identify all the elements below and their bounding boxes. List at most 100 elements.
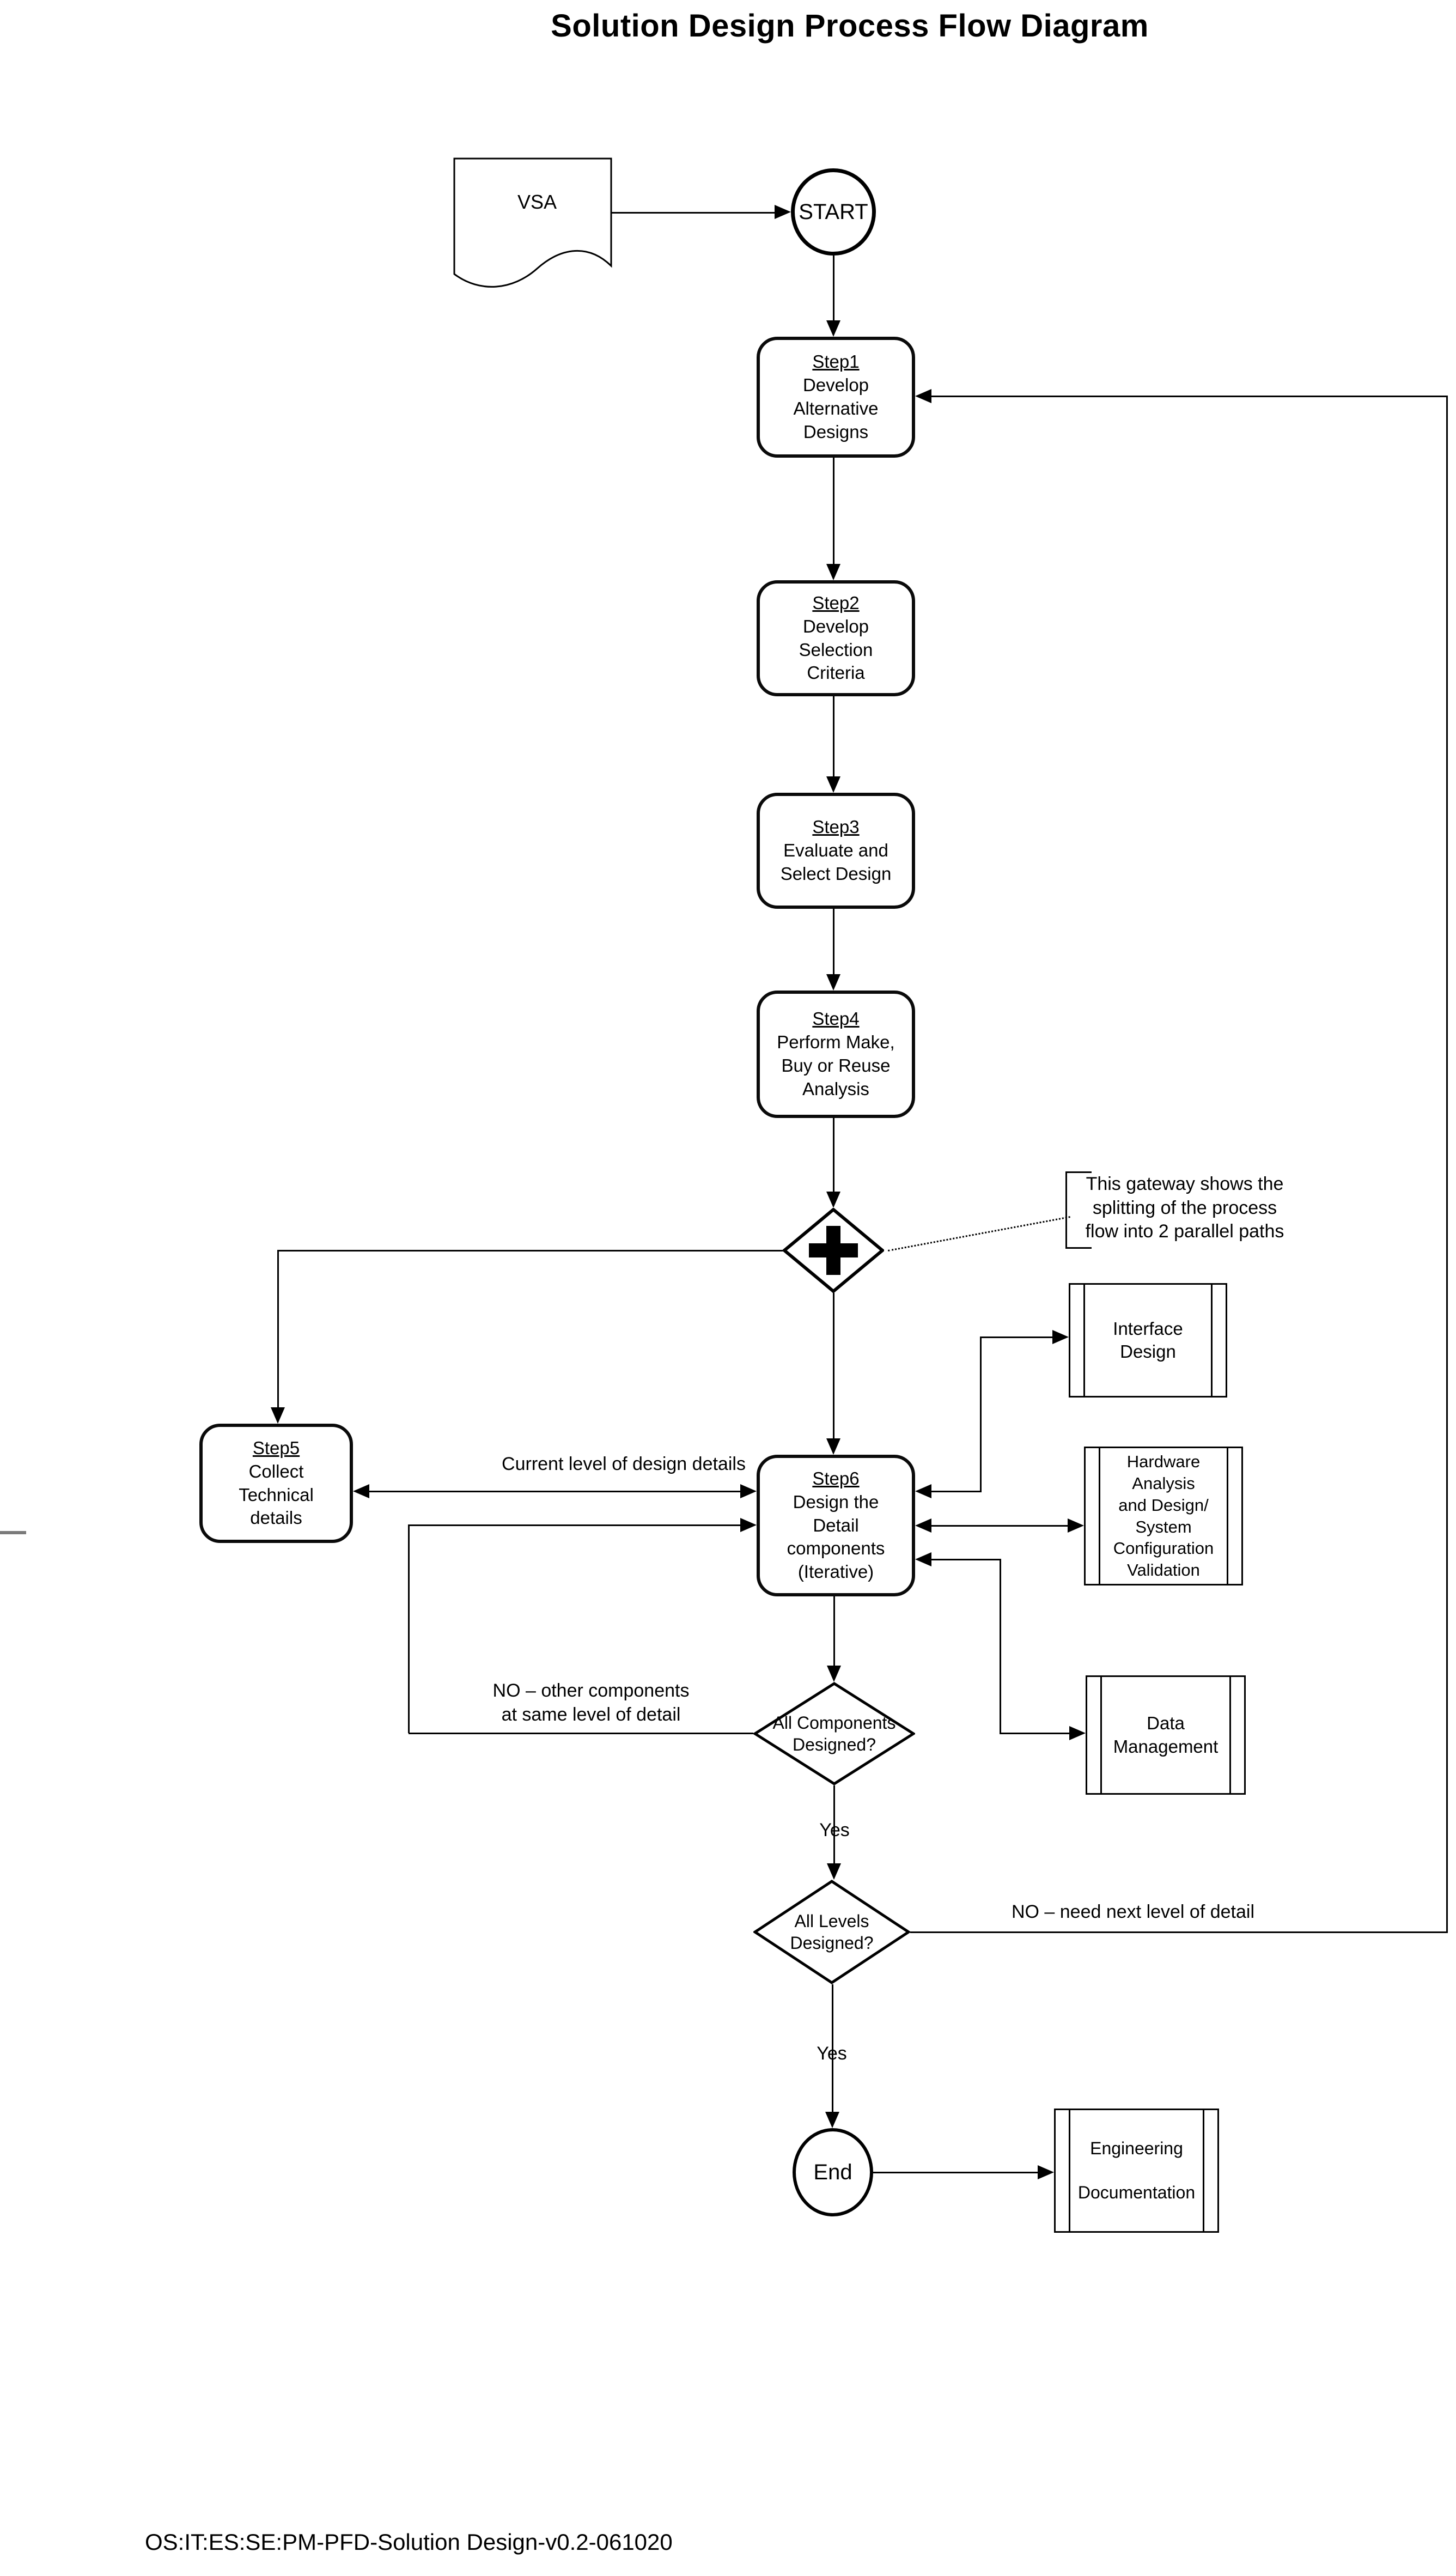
edge-loopback-v	[408, 1524, 410, 1733]
arrowhead	[1052, 1330, 1069, 1344]
step4-label: Perform Make, Buy or Reuse Analysis	[777, 1032, 895, 1099]
arrowhead	[915, 389, 931, 403]
annotation-connector	[888, 1216, 1070, 1251]
label-no-levels: NO – need next level of detail	[1011, 1901, 1255, 1922]
arrowhead	[826, 776, 840, 793]
edge-levels-end	[832, 1984, 833, 2112]
arrowhead	[775, 205, 791, 219]
page-title: Solution Design Process Flow Diagram	[551, 8, 1149, 44]
process-step2: Step2 Develop Selection Criteria	[757, 580, 915, 696]
edge-gateway-step5-h	[278, 1250, 783, 1251]
edge-gateway-step6	[833, 1293, 834, 1438]
subprocess-bar	[1227, 1448, 1228, 1584]
process-step3: Step3 Evaluate and Select Design	[757, 793, 915, 909]
edge-loopback-top	[409, 1524, 740, 1526]
interface-design-label: Interface Design	[1113, 1318, 1183, 1362]
edge-step2-step3	[833, 696, 834, 776]
arrowhead	[1038, 2165, 1054, 2179]
arrowhead	[827, 1863, 841, 1880]
label-current-level: Current level of design details	[502, 1454, 746, 1474]
edge-step5-step6	[369, 1491, 740, 1492]
arrowhead	[826, 1192, 840, 1208]
end-label: End	[813, 2160, 852, 2184]
step6-id: Step6	[812, 1468, 860, 1489]
margin-tick	[0, 1531, 26, 1534]
edge-step6-data-top	[931, 1559, 1001, 1560]
edge-step4-gateway	[833, 1118, 834, 1192]
edge-step6-data-v	[1000, 1559, 1001, 1733]
edge-step3-step4	[833, 909, 834, 974]
arrowhead	[915, 1484, 931, 1498]
arrowhead	[740, 1518, 757, 1532]
arrowhead	[1069, 1726, 1086, 1740]
edge-right-feedback-v	[1446, 396, 1448, 1933]
subprocess-hardware-analysis: Hardware Analysis and Design/ System Con…	[1084, 1447, 1243, 1585]
label-no-components: NO – other components at same level of d…	[492, 1680, 690, 1725]
edge-components-levels	[833, 1785, 835, 1863]
edge-start-step1	[833, 256, 834, 320]
edge-levels-no-h	[910, 1931, 1448, 1933]
edge-step6-interface-bottom	[931, 1491, 982, 1492]
step1-label: Develop Alternative Designs	[793, 375, 879, 442]
arrowhead	[353, 1484, 369, 1498]
hardware-analysis-label: Hardware Analysis and Design/ System Con…	[1113, 1452, 1214, 1579]
vsa-label: VSA	[517, 191, 557, 213]
edge-step6-data-bottom	[1000, 1733, 1069, 1734]
engineering-documentation-label: Engineering Documentation	[1077, 2138, 1196, 2203]
process-step6: Step6 Design the Detail components (Iter…	[757, 1455, 915, 1596]
arrowhead	[826, 974, 840, 991]
arrowhead	[826, 1438, 840, 1455]
decision-all-components	[753, 1682, 915, 1785]
edge-end-documentation	[873, 2172, 1038, 2173]
subprocess-engineering-documentation: Engineering Documentation	[1054, 2109, 1219, 2233]
start-label: START	[799, 199, 868, 224]
plus-icon	[809, 1226, 858, 1275]
edge-loopback-bottom	[409, 1733, 753, 1734]
annotation-bracket	[1065, 1171, 1067, 1249]
subprocess-bar	[1069, 2110, 1070, 2231]
subprocess-bar	[1211, 1285, 1213, 1396]
parallel-gateway	[783, 1208, 884, 1293]
vsa-document-shape	[453, 157, 612, 288]
arrowhead	[740, 1484, 757, 1498]
arrowhead	[1068, 1518, 1084, 1533]
gateway-annotation: This gateway shows the splitting of the …	[1085, 1174, 1284, 1242]
step6-label: Design the Detail components	[787, 1491, 885, 1559]
start-node: START	[791, 168, 876, 256]
step3-id: Step3	[812, 817, 860, 837]
edge-step6-hardware	[931, 1525, 1068, 1527]
edge-step6-interface-v	[980, 1337, 982, 1491]
step6-note: (Iterative)	[797, 1562, 874, 1582]
step3-label: Evaluate and Select Design	[780, 840, 892, 884]
process-step1: Step1 Develop Alternative Designs	[757, 337, 915, 458]
step1-id: Step1	[812, 351, 860, 372]
edge-step6-decision	[833, 1596, 835, 1666]
process-step4: Step4 Perform Make, Buy or Reuse Analysi…	[757, 991, 915, 1118]
step4-id: Step4	[812, 1008, 860, 1029]
arrowhead	[826, 320, 840, 337]
arrowhead	[825, 2112, 839, 2128]
annotation-bracket-tick	[1065, 1247, 1092, 1249]
end-node: End	[793, 2128, 873, 2216]
arrowhead	[826, 564, 840, 580]
step2-id: Step2	[812, 592, 860, 613]
subprocess-interface-design: Interface Design	[1069, 1283, 1227, 1398]
annotation-bracket-tick	[1065, 1171, 1092, 1173]
subprocess-bar	[1203, 2110, 1204, 2231]
arrowhead	[827, 1666, 841, 1682]
subprocess-bar	[1099, 1448, 1100, 1584]
subprocess-bar	[1100, 1677, 1102, 1793]
edge-vsa-start	[611, 212, 775, 214]
subprocess-bar	[1229, 1677, 1231, 1793]
edge-step6-interface-top	[980, 1336, 1052, 1338]
step5-id: Step5	[252, 1437, 300, 1458]
subprocess-data-management: Data Management	[1086, 1675, 1246, 1795]
edge-gateway-step5-v	[277, 1250, 279, 1407]
document-id-footer: OS:IT:ES:SE:PM-PFD-Solution Design-v0.2-…	[145, 2529, 673, 2555]
decision-all-components-label: All Components Designed?	[772, 1713, 896, 1754]
edge-right-feedback-top	[931, 396, 1448, 397]
process-step5: Step5 Collect Technical details	[199, 1424, 353, 1543]
arrowhead	[915, 1552, 931, 1566]
step5-label: Collect Technical details	[239, 1461, 314, 1528]
